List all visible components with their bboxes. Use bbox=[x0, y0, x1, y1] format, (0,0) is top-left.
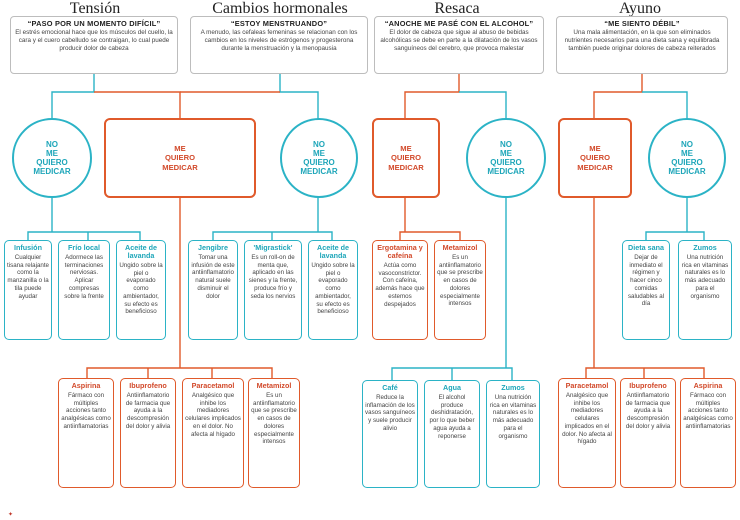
remedy-card-aceite-lavanda-2: Aceite de lavanda Ungido sobre la piel o… bbox=[308, 240, 358, 340]
header-box-ayuno: “ME SIENTO DÉBIL” Una mala alimentación,… bbox=[556, 16, 728, 74]
remedy-name: Metamizol bbox=[256, 381, 292, 390]
remedy-card-agua: Agua El alcohol produce deshidratación, … bbox=[424, 380, 480, 488]
remedy-text: Fármaco con múltiples acciones tanto ana… bbox=[61, 391, 111, 430]
remedy-name: Dieta sana bbox=[628, 243, 664, 252]
remedy-card-dieta-sana: Dieta sana Dejar de inmediato el régimen… bbox=[622, 240, 670, 340]
remedy-text: Antiinflamatorio de farmacia que ayuda a… bbox=[125, 391, 171, 430]
remedy-card-metamizol-resaca: Metamizol Es un antiinflamatorio que se … bbox=[434, 240, 486, 340]
remedy-text: Ungido sobre la piel o evaporado como am… bbox=[311, 261, 355, 316]
remedy-card-paracetamol: Paracetamol Analgésico que inhibe los me… bbox=[182, 378, 244, 488]
no-medicar-node-resaca: NO ME QUIERO MEDICAR bbox=[466, 118, 546, 198]
remedy-text: Tomar una infusión de este antiinflamato… bbox=[191, 253, 235, 300]
remedy-text: Fármaco con múltiples acciones tanto ana… bbox=[683, 391, 733, 430]
header-quote: “ESTOY MENSTRUANDO” bbox=[230, 19, 328, 28]
remedy-card-ibuprofeno: Ibuprofeno Antiinflamatorio de farmacia … bbox=[120, 378, 176, 488]
header-description: El dolor de cabeza que sigue al abuso de… bbox=[380, 29, 538, 52]
remedy-card-aspirina-ayuno: Aspirina Fármaco con múltiples acciones … bbox=[680, 378, 736, 488]
remedy-text: Adormece las terminaciones nerviosas. Ap… bbox=[64, 253, 104, 300]
remedy-card-metamizol: Metamizol Es un antiinflamatorio que se … bbox=[248, 378, 300, 488]
remedy-text: Dejar de inmediato el régimen y hacer ci… bbox=[627, 253, 665, 308]
header-description: A menudo, las cefaleas femeninas se rela… bbox=[200, 29, 358, 52]
medicar-node-resaca: ME QUIERO MEDICAR bbox=[372, 118, 440, 198]
column-title-hormonal: Cambios hormonales bbox=[212, 0, 348, 17]
header-quote: “ANOCHE ME PASÉ CON EL ALCOHOL” bbox=[384, 19, 534, 28]
header-description: El estrés emocional hace que los músculo… bbox=[15, 29, 173, 52]
remedy-name: Infusión bbox=[14, 243, 42, 252]
remedy-name: Aceite de lavanda bbox=[317, 243, 349, 260]
remedy-text: Cualquier tisana relajante como la manza… bbox=[7, 253, 49, 300]
remedy-card-ibuprofeno-ayuno: Ibuprofeno Antiinflamatorio de farmacia … bbox=[620, 378, 676, 488]
remedy-name: Café bbox=[382, 383, 398, 392]
no-medicar-node-ayuno: NO ME QUIERO MEDICAR bbox=[648, 118, 726, 198]
remedy-text: Una nutrición rica en vitaminas naturale… bbox=[681, 253, 729, 300]
remedy-name: Aceite de lavanda bbox=[125, 243, 157, 260]
remedy-name: Zumos bbox=[693, 243, 717, 252]
remedy-text: Analgésico que inhibe los mediadores cel… bbox=[562, 391, 612, 446]
remedy-name: Ergotamina y cafeína bbox=[377, 243, 423, 260]
remedy-name: Agua bbox=[443, 383, 461, 392]
remedy-card-aspirina: Aspirina Fármaco con múltiples acciones … bbox=[58, 378, 114, 488]
header-description: Una mala alimentación, en la que son eli… bbox=[564, 29, 720, 52]
remedy-text: Reduce la inflamación de los vasos sangu… bbox=[365, 393, 415, 432]
remedy-name: Paracetamol bbox=[191, 381, 235, 390]
remedy-card-zumos-ayuno: Zumos Una nutrición rica en vitaminas na… bbox=[678, 240, 732, 340]
remedy-card-paracetamol-ayuno: Paracetamol Analgésico que inhibe los me… bbox=[558, 378, 616, 488]
remedy-text: Actúa como vasoconstrictor. Con cafeína,… bbox=[375, 261, 425, 308]
remedy-name: Frío local bbox=[68, 243, 100, 252]
column-title-resaca: Resaca bbox=[434, 0, 480, 17]
header-box-hormonal: “ESTOY MENSTRUANDO” A menudo, las cefale… bbox=[190, 16, 368, 74]
remedy-text: Ungido sobre la piel o evaporado como am… bbox=[119, 261, 163, 316]
remedy-text: Antiinflamatorio de farmacia que ayuda a… bbox=[625, 391, 671, 430]
remedy-text: Es un roll-on de menta que, aplicado en … bbox=[248, 253, 298, 300]
header-box-tension: “PASO POR UN MOMENTO DIFÍCIL” El estrés … bbox=[10, 16, 178, 74]
medicar-node-shared: ME QUIERO MEDICAR bbox=[104, 118, 256, 198]
remedy-name: Aspirina bbox=[693, 381, 723, 390]
remedy-card-aceite-lavanda: Aceite de lavanda Ungido sobre la piel o… bbox=[116, 240, 166, 340]
brand-mark-icon: ✦ bbox=[8, 512, 14, 518]
header-box-resaca: “ANOCHE ME PASÉ CON EL ALCOHOL” El dolor… bbox=[374, 16, 544, 74]
remedy-name: Ibuprofeno bbox=[629, 381, 667, 390]
medicar-node-ayuno: ME QUIERO MEDICAR bbox=[558, 118, 632, 198]
header-quote: “PASO POR UN MOMENTO DIFÍCIL” bbox=[27, 19, 161, 28]
no-medicar-node-hormonal: NO ME QUIERO MEDICAR bbox=[280, 118, 358, 198]
remedy-text: Una nutrición rica en vitaminas naturale… bbox=[489, 393, 537, 440]
remedy-name: Zumos bbox=[501, 383, 525, 392]
remedy-name: 'Migrastick' bbox=[253, 243, 293, 252]
remedy-card-infusion: Infusión Cualquier tisana relajante como… bbox=[4, 240, 52, 340]
remedy-card-jengibre: Jengibre Tomar una infusión de este anti… bbox=[188, 240, 238, 340]
column-title-tension: Tensión bbox=[69, 0, 121, 17]
remedy-name: Aspirina bbox=[71, 381, 101, 390]
remedy-card-migrastick: 'Migrastick' Es un roll-on de menta que,… bbox=[244, 240, 302, 340]
remedy-text: Analgésico que inhibe los mediadores cel… bbox=[185, 391, 241, 438]
remedy-text: El alcohol produce deshidratación, por l… bbox=[429, 393, 475, 440]
column-title-ayuno: Ayuno bbox=[618, 0, 662, 17]
remedy-name: Paracetamol bbox=[565, 381, 609, 390]
remedy-name: Jengibre bbox=[198, 243, 228, 252]
header-quote: “ME SIENTO DÉBIL” bbox=[604, 19, 680, 28]
remedy-card-zumos-resaca: Zumos Una nutrición rica en vitaminas na… bbox=[486, 380, 540, 488]
remedy-text: Es un antiinflamatorio que se prescribe … bbox=[437, 253, 483, 308]
no-medicar-node-tension: NO ME QUIERO MEDICAR bbox=[12, 118, 92, 198]
remedy-card-cafe: Café Reduce la inflamación de los vasos … bbox=[362, 380, 418, 488]
remedy-card-frio-local: Frío local Adormece las terminaciones ne… bbox=[58, 240, 110, 340]
remedy-card-ergotamina: Ergotamina y cafeína Actúa como vasocons… bbox=[372, 240, 428, 340]
remedy-name: Metamizol bbox=[442, 243, 478, 252]
remedy-name: Ibuprofeno bbox=[129, 381, 167, 390]
remedy-text: Es un antiinflamatorio que se prescribe … bbox=[251, 391, 297, 446]
